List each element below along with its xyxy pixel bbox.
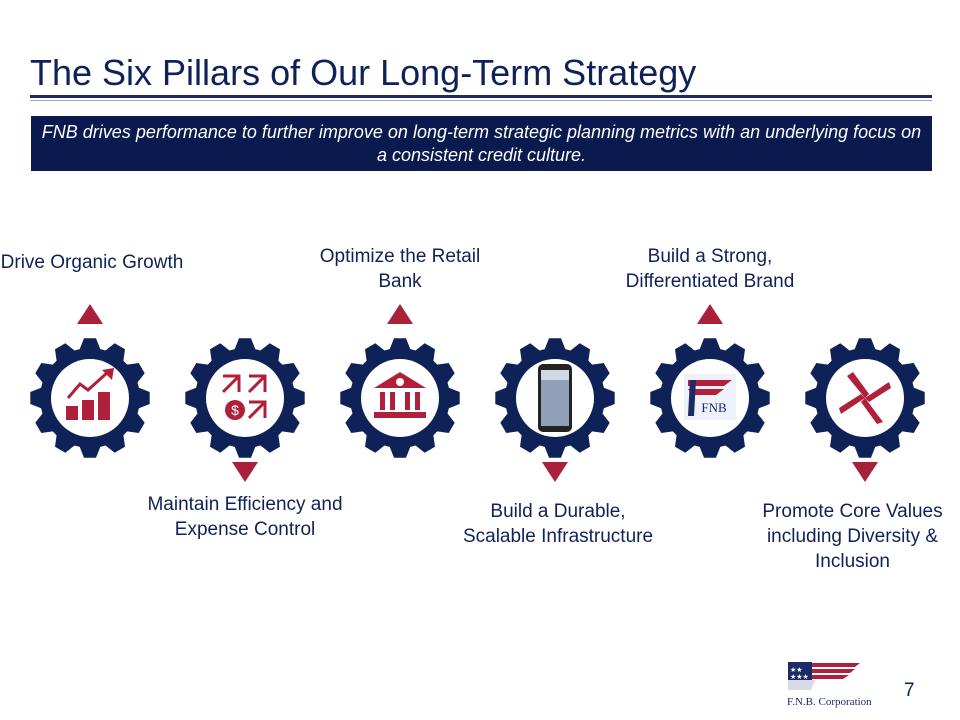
svg-text:F.N.B. Corporation: F.N.B. Corporation — [787, 696, 872, 708]
arrow-down-icon — [852, 462, 878, 482]
arrow-up-icon — [697, 304, 723, 324]
pillar-label-3: Optimize the Retail Bank — [319, 246, 481, 292]
pillar-label-1: Drive Organic Growth — [0, 252, 184, 273]
pillar-label-5: Build a Strong, Differentiated Brand — [625, 246, 795, 292]
svg-text:★★: ★★ — [790, 666, 803, 674]
mobile-phone-icon — [538, 364, 572, 432]
gear-5: FNB — [650, 338, 770, 458]
summary-banner: FNB drives performance to further improv… — [31, 116, 932, 171]
pillar-label-4: Build a Durable, Scalable Infrastructure — [462, 501, 654, 547]
gear-6 — [805, 338, 925, 458]
gear-4 — [495, 338, 615, 458]
fnb-logo-icon: FNB — [684, 374, 736, 420]
fnb-corporation-logo: ★★ ★★★ F.N.B. Corporation — [787, 662, 872, 708]
pillar-label-2: Maintain Efficiency and Expense Control — [147, 494, 343, 540]
gear-2: $ — [185, 338, 305, 458]
svg-text:$: $ — [231, 402, 239, 418]
title-rule-thin — [30, 100, 932, 101]
arrow-up-icon — [77, 304, 103, 324]
gear-1 — [30, 338, 150, 458]
growth-chart-icon — [66, 368, 114, 420]
arrow-down-icon — [542, 462, 568, 482]
svg-text:★★★: ★★★ — [790, 673, 809, 681]
svg-text:FNB: FNB — [701, 400, 727, 415]
bank-icon — [374, 372, 426, 418]
page-title: The Six Pillars of Our Long-Term Strateg… — [30, 52, 697, 93]
arrow-down-icon — [232, 462, 258, 482]
hands-icon — [839, 372, 891, 424]
gear-3 — [340, 338, 460, 458]
dollar-arrows-icon: $ — [221, 374, 267, 420]
arrow-up-icon — [387, 304, 413, 324]
summary-text: FNB drives performance to further improv… — [41, 121, 922, 165]
page-number: 7 — [904, 680, 915, 701]
title-rule — [30, 95, 932, 98]
pillar-label-6: Promote Core Values including Diversity … — [762, 501, 943, 572]
